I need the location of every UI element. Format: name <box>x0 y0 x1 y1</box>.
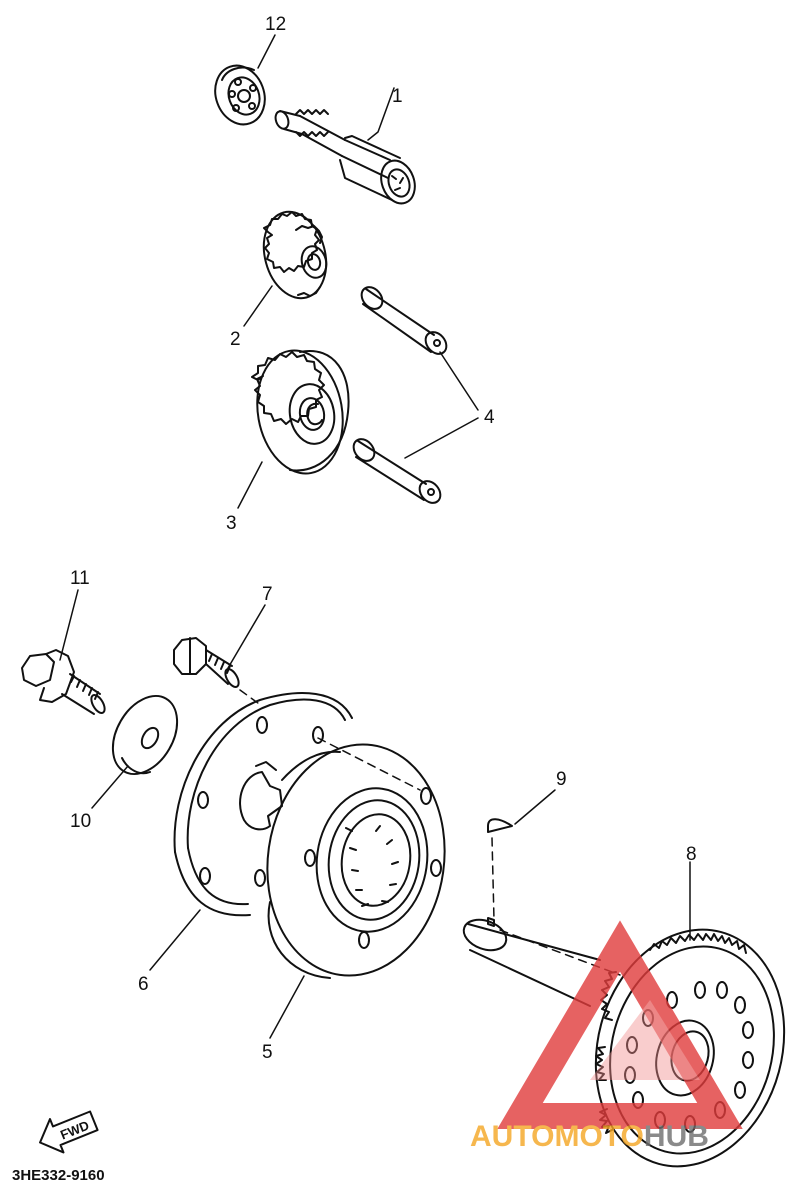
starter-wheel-gear-part <box>462 917 786 1168</box>
label-6: 6 <box>138 974 149 995</box>
clutch-housing-part <box>266 743 446 979</box>
pin-parts <box>352 286 448 504</box>
watermark-triangle-icon <box>497 920 743 1129</box>
label-10: 10 <box>70 811 91 832</box>
small-gear-part <box>262 210 328 300</box>
label-4: 4 <box>484 407 495 428</box>
label-5: 5 <box>262 1042 273 1063</box>
fwd-arrow: FWD <box>39 1110 99 1154</box>
shaft-part <box>274 109 416 205</box>
watermark-logo: AUTOMOTOHUB <box>470 920 743 1153</box>
watermark-moto: MOTO <box>554 1120 643 1153</box>
flange-bolt-part <box>21 649 106 715</box>
bearing-part <box>214 64 266 126</box>
clutch-plate-part <box>173 692 353 917</box>
leader-lines <box>59 34 691 1039</box>
reference-code: 3HE332-9160 <box>12 1167 105 1184</box>
large-gear-part <box>251 349 350 475</box>
label-9: 9 <box>556 769 567 790</box>
label-7: 7 <box>262 584 273 605</box>
woodruff-key-part <box>487 818 513 833</box>
svg-text:AUTOMOTOHUB: AUTOMOTOHUB <box>470 1120 709 1153</box>
label-11: 11 <box>70 568 90 589</box>
alignment-lines <box>239 689 621 976</box>
bolt-part <box>173 637 240 689</box>
label-1: 1 <box>392 86 403 107</box>
label-12: 12 <box>265 14 286 35</box>
watermark-auto: AUTO <box>470 1120 554 1153</box>
watermark-hub: HUB <box>644 1120 709 1153</box>
washer-part <box>111 695 179 775</box>
label-3: 3 <box>226 513 237 534</box>
part-labels: 12 1 2 4 3 11 7 9 10 8 6 5 <box>70 14 697 1063</box>
label-8: 8 <box>686 844 697 865</box>
label-2: 2 <box>230 329 241 350</box>
